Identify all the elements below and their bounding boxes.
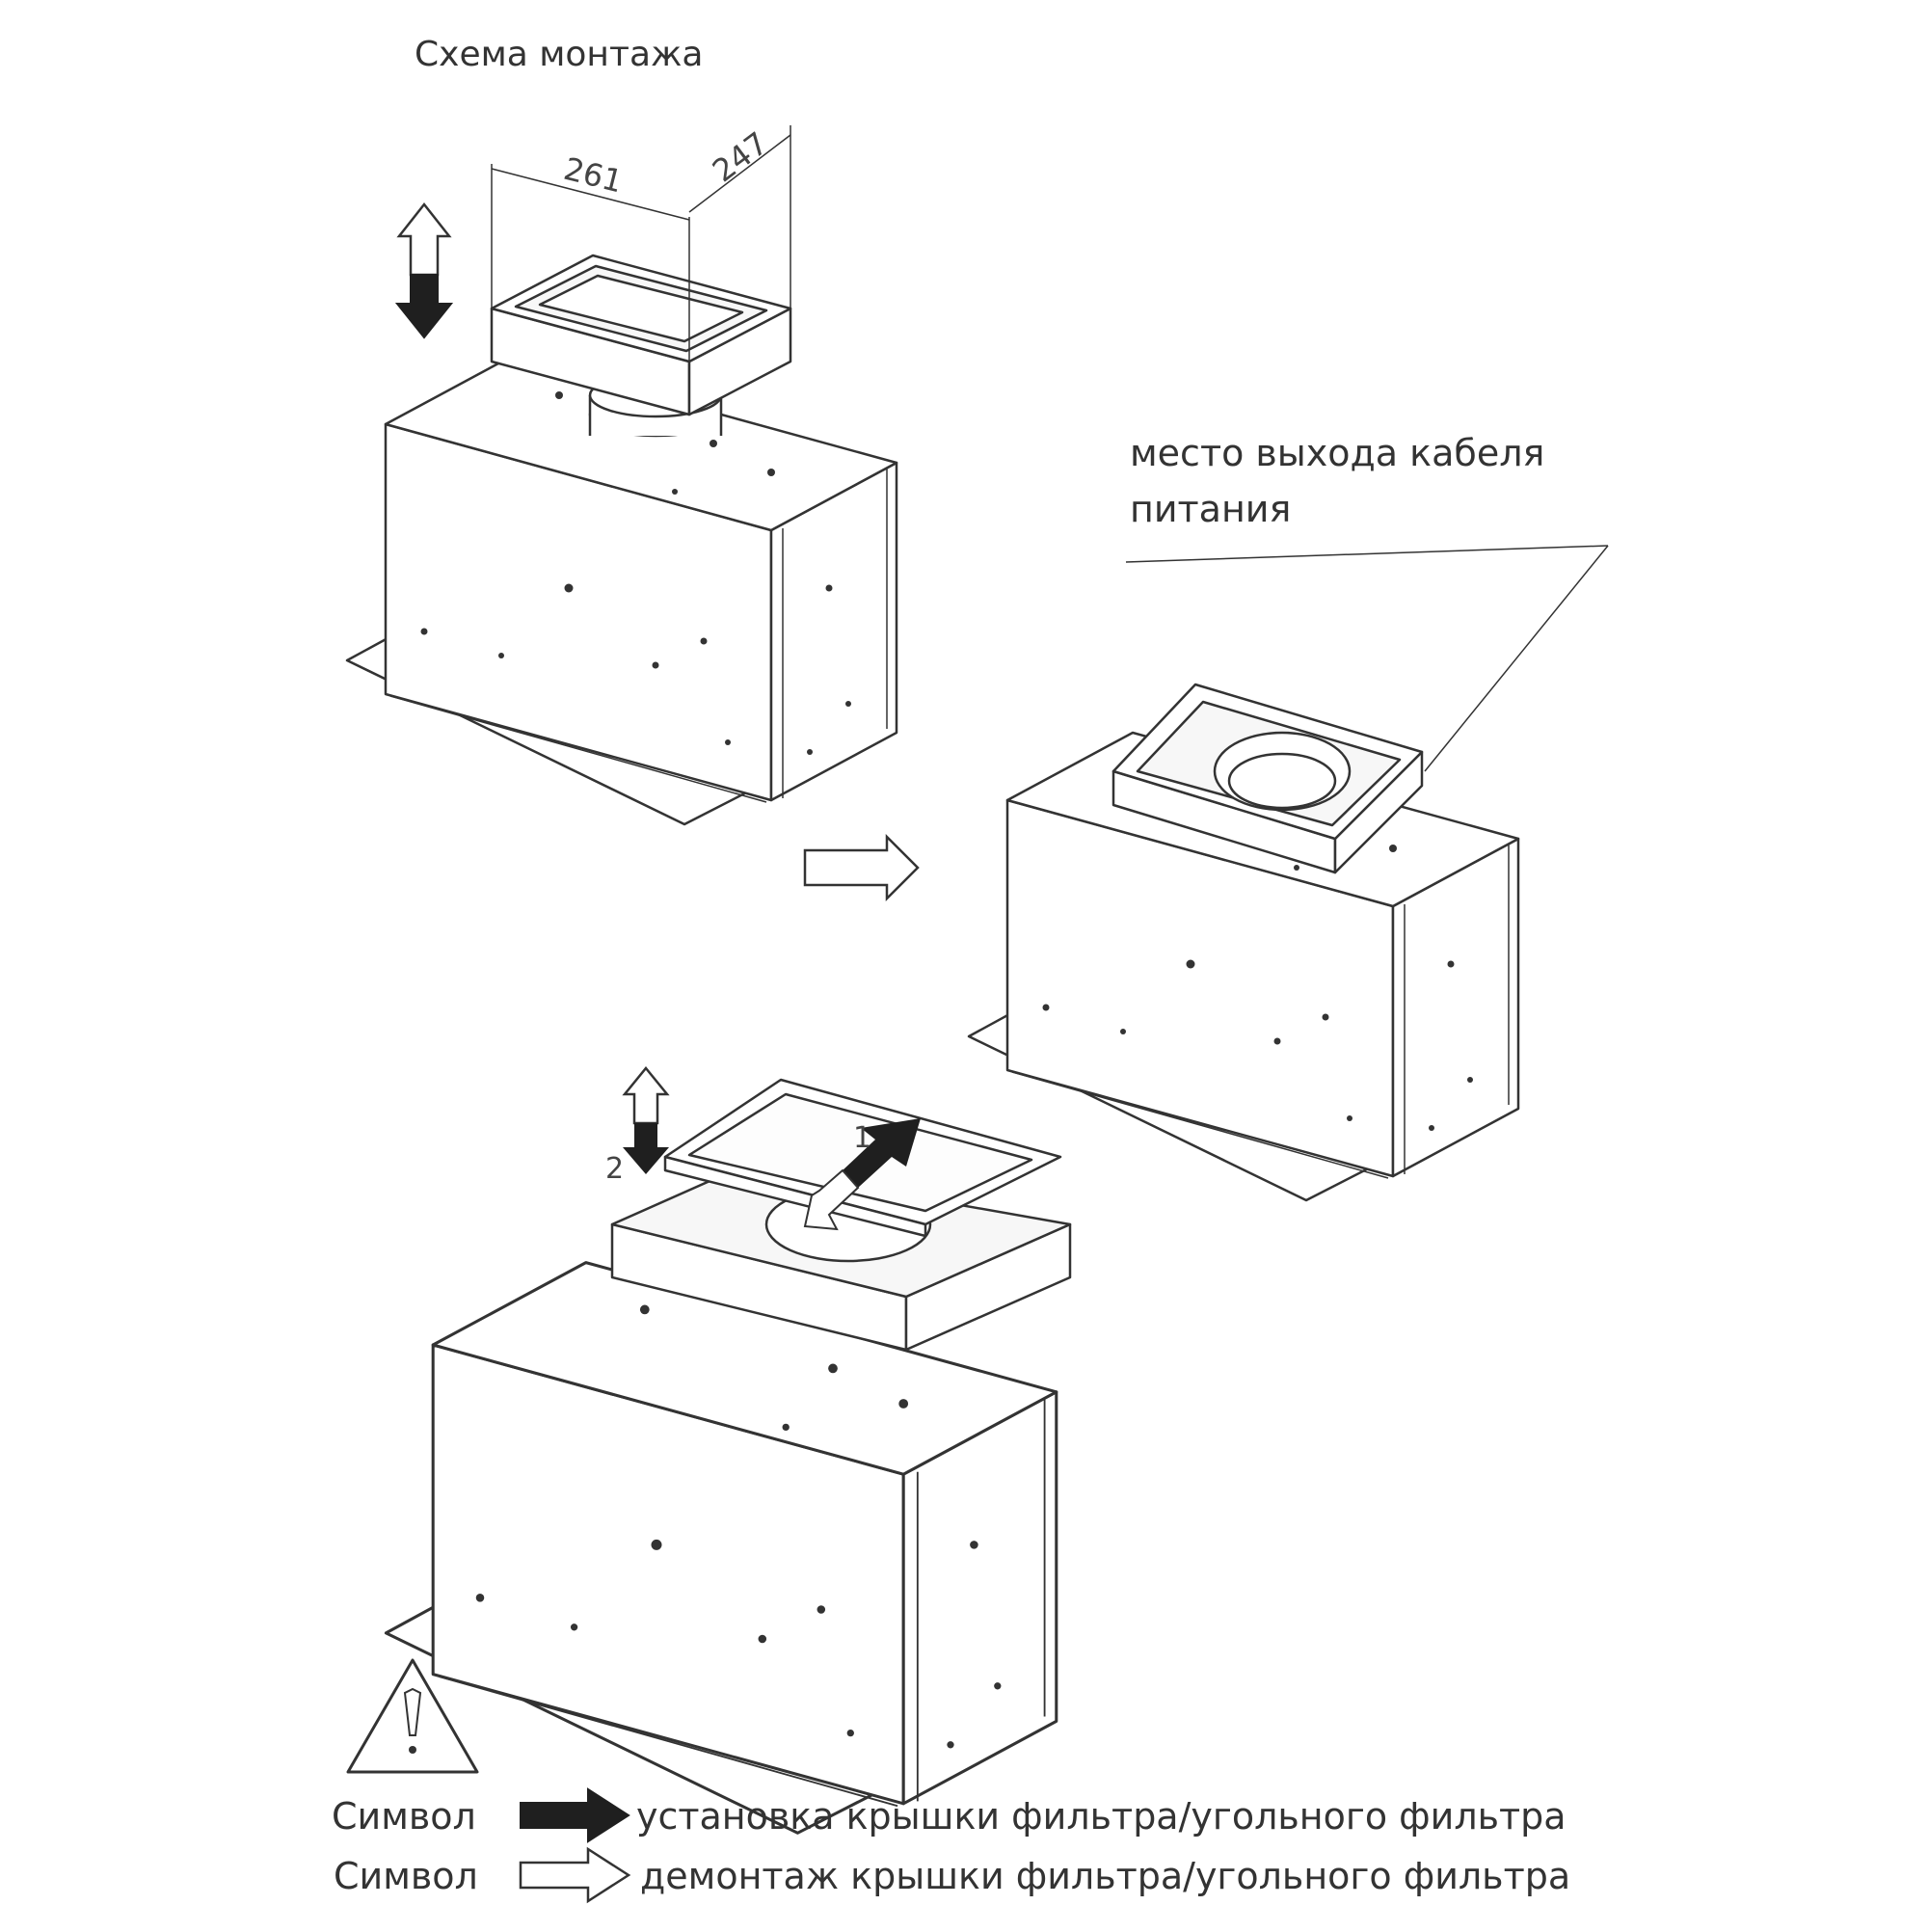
dim-depth-label: 247 (706, 124, 775, 189)
cable-leader-line (1125, 545, 1609, 772)
hood-unit-step3: 1 2 (384, 1066, 1072, 1835)
step-1-label: 1 (853, 1121, 871, 1155)
legend-text-install: установка крышки фильтра/угольного фильт… (636, 1795, 1566, 1838)
outline-arrow-icon (803, 833, 920, 902)
filled-arrow-icon (520, 1787, 630, 1843)
step-2-label: 2 (605, 1152, 624, 1186)
step1-arrows (803, 1118, 921, 1231)
hood-unit-step2 (967, 545, 1609, 1202)
outline-arrow-legend-icon (519, 1846, 631, 1904)
cable-outlet-label-line1: место выхода кабеля (1130, 432, 1545, 474)
hood-unit-step1: 261 247 (345, 124, 898, 826)
legend-symbol-label-remove: Символ (334, 1855, 478, 1897)
step2-up-down-arrow-icon (622, 1066, 670, 1174)
page-title: Схема монтажа (415, 35, 704, 74)
legend-symbol-label-install: Символ (332, 1795, 476, 1838)
legend-text-remove: демонтаж крышки фильтра/угольного фильтр… (640, 1855, 1571, 1897)
cable-outlet-label-line2: питания (1130, 488, 1292, 530)
warning-triangle-icon (346, 1658, 479, 1774)
dim-width-label: 261 (560, 150, 626, 201)
up-down-arrow-icon (394, 201, 454, 339)
